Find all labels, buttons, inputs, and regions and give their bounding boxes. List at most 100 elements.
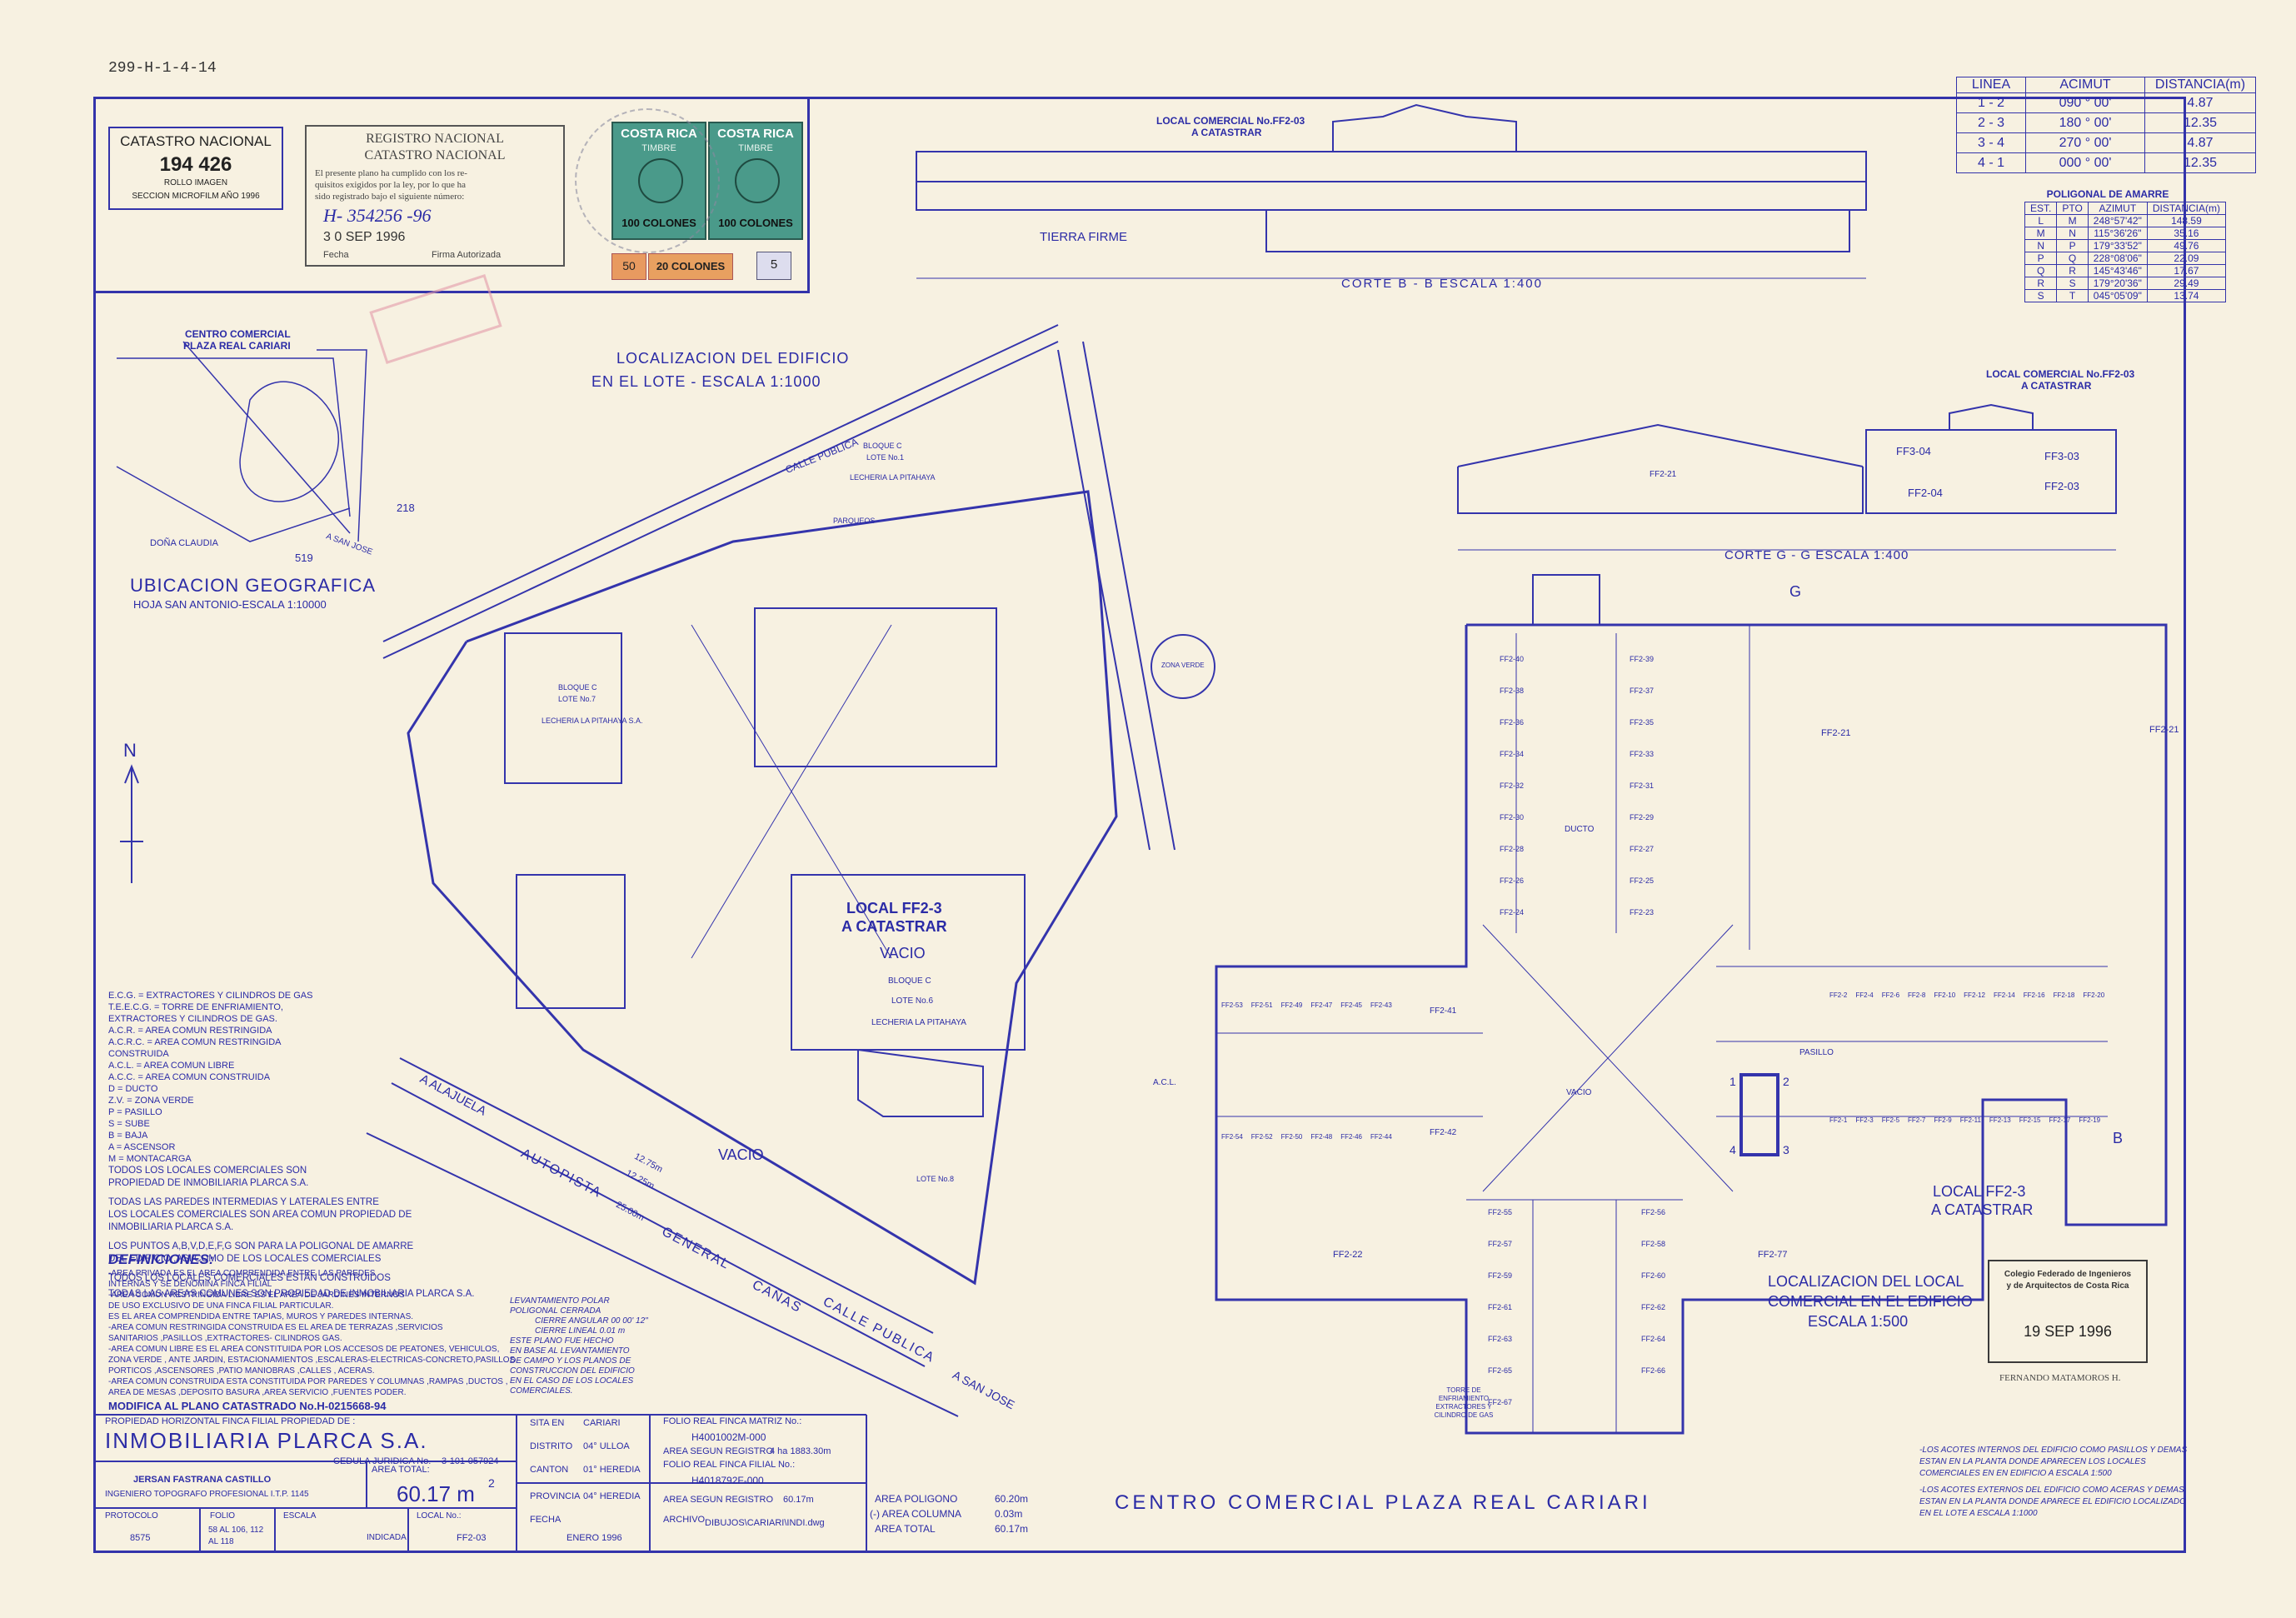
plan-unit: FF2-67	[1488, 1398, 1513, 1406]
corte-gg-ff3-03: FF3-03	[2044, 450, 2079, 462]
tb-area-total2: 60.17m	[995, 1523, 1029, 1535]
site-local-a: LOCAL FF2-3	[846, 900, 942, 916]
catastro-stamp: CATASTRO NACIONAL 194 426 ROLLO IMAGEN S…	[108, 127, 283, 210]
plan-unit: FF2-10	[1934, 991, 1956, 999]
azimut-cell: 270 ° 00'	[2025, 132, 2145, 153]
corte-gg-section	[1457, 403, 2117, 551]
legend-line: A.C.R. = AREA COMUN RESTRINGIDA	[108, 1026, 272, 1036]
corte-gg-ff2-21: FF2-21	[1650, 470, 1677, 479]
poligonal-cell: 29.49	[2146, 277, 2226, 290]
small-stamp-b: 20 COLONES	[648, 253, 733, 280]
plan-unit: FF2-14	[1993, 991, 2015, 999]
corte-gg-ff2-04: FF2-04	[1908, 487, 1943, 499]
tb-folio: 58 AL 106, 112 AL 118	[208, 1526, 264, 1546]
tb-local-label: LOCAL No.:	[417, 1511, 462, 1521]
azimut-cell: 12.35	[2144, 152, 2256, 173]
note-line: LOS LOCALES COMERCIALES SON AREA COMUN P…	[108, 1210, 412, 1220]
plan-unit: FF2-52	[1250, 1133, 1273, 1141]
azimut-header-distancia: DISTANCIA(m)	[2144, 77, 2256, 93]
azimut-cell: 000 ° 00'	[2025, 152, 2145, 173]
site-bloque2: BLOQUE C	[558, 683, 597, 692]
plan-unit: FF2-45	[1340, 1001, 1362, 1009]
plan-ff2-41: FF2-41	[1430, 1006, 1457, 1016]
tb-engineer-title: INGENIERO TOPOGRAFO PROFESIONAL I.T.P. 1…	[105, 1490, 309, 1499]
plan-unit: FF2-12	[1964, 991, 1985, 999]
stamp2-value: 100 COLONES	[718, 217, 793, 229]
plan-unit: FF2-56	[1641, 1208, 1666, 1216]
plan-unit: FF2-58	[1641, 1240, 1666, 1248]
registro-line1: REGISTRO NACIONAL	[366, 132, 504, 146]
plan-unit: FF2-32	[1500, 782, 1525, 790]
definicion-line: -AREA COMUN RESTRINGIDA CONSTRUIDA ES EL…	[108, 1323, 443, 1332]
plan-unit: FF2-30	[1500, 813, 1525, 821]
tb-cedula: 3-101-057924	[442, 1456, 499, 1466]
plan-ducto: DUCTO	[1565, 825, 1595, 834]
site-bloque: BLOQUE C	[888, 976, 931, 986]
plan-unit: FF2-50	[1280, 1133, 1303, 1141]
azimut-header-linea: LINEA	[1956, 77, 2026, 93]
colegio-stamp: Colegio Federado de Ingenieros y de Arqu…	[1988, 1260, 2148, 1363]
plan-unit: FF2-15	[2019, 1116, 2041, 1124]
sheet-id: 299-H-1-4-14	[108, 60, 217, 77]
tb-protocolo: 8575	[130, 1533, 151, 1543]
corte-gg-ff2-03: FF2-03	[2044, 480, 2079, 492]
plan-unit: FF2-13	[1989, 1116, 2011, 1124]
plan-unit: FF2-1	[1829, 1116, 1848, 1124]
plan-unit: FF2-48	[1310, 1133, 1333, 1141]
plan-pasillo: PASILLO	[1799, 1048, 1834, 1057]
tb-folio-matriz: H4001002M-000	[691, 1431, 766, 1443]
definiciones-title: DEFINICIONES:	[108, 1251, 214, 1267]
tb-area-total2-label: AREA TOTAL	[875, 1523, 936, 1535]
colegio-name: FERNANDO MATAMOROS H.	[1999, 1373, 2121, 1383]
azimut-cell: 12.35	[2144, 112, 2256, 133]
levantamiento-line: LEVANTAMIENTO POLAR	[510, 1296, 610, 1306]
catastro-title: CATASTRO NACIONAL	[120, 133, 272, 149]
site-lecheria: LECHERIA LA PITAHAYA	[871, 1018, 966, 1027]
plan-unit: FF2-28	[1500, 845, 1525, 853]
tb-area-total: 60.17 m	[397, 1481, 475, 1506]
levantamiento-line: CONSTRUCCION DEL EDIFICIO	[510, 1366, 635, 1376]
poligonal-cell: 179°20'36"	[2087, 277, 2148, 290]
corte-bb-caption: CORTE B - B ESCALA 1:400	[1341, 277, 1543, 291]
levantamiento-line: CIERRE LINEAL 0.01 m	[535, 1326, 626, 1336]
title-block-lines	[93, 1414, 867, 1553]
plan-point-3: 3	[1783, 1143, 1789, 1156]
site-bloque3: BLOQUE C	[863, 442, 902, 450]
tb-engineer: JERSAN FASTRANA CASTILLO	[133, 1475, 272, 1485]
plan-unit: FF2-4	[1855, 991, 1874, 999]
legend-line: A.C.R.C. = AREA COMUN RESTRINGIDA	[108, 1037, 282, 1047]
tb-folio-filial-label: FOLIO REAL FINCA FILIAL No.:	[663, 1460, 796, 1470]
poligonal-cell: 13.74	[2146, 289, 2226, 302]
plan-right-units: FF2-39 FF2-37 FF2-35 FF2-33 FF2-31 FF2-2…	[1630, 643, 1654, 928]
tb-canton-label: CANTON	[530, 1465, 569, 1475]
legend-line: P = PASILLO	[108, 1107, 162, 1117]
modifica-plano: MODIFICA AL PLANO CATASTRADO No.H-021566…	[108, 1400, 387, 1412]
plan-point-4: 4	[1729, 1143, 1736, 1156]
plan-local-a: LOCAL FF2-3	[1933, 1183, 2026, 1200]
site-lote8: LOTE No.8	[916, 1175, 955, 1183]
poligonal-header: DISTANCIA(m)	[2146, 202, 2226, 215]
catastro-line1: ROLLO IMAGEN	[163, 178, 228, 187]
tb-distrito: 04° ULLOA	[583, 1441, 630, 1451]
tb-folio-filial: H4018792F-000	[691, 1475, 764, 1486]
azimut-cell: 2 - 3	[1956, 112, 2026, 133]
corte-bb-local: LOCAL COMERCIAL No.FF2-03	[1156, 115, 1305, 127]
legend-line: M = MONTACARGA	[108, 1154, 192, 1164]
plan-unit: FF2-20	[2083, 991, 2105, 999]
tb-area-registro2: 60.17m	[783, 1495, 814, 1505]
plan-loc-l2: COMERCIAL EN EL EDIFICIO	[1768, 1293, 1973, 1310]
colegio-l1: Colegio Federado de Ingenieros	[2004, 1270, 2132, 1279]
plan-unit: FF2-66	[1641, 1366, 1666, 1375]
note-line: LOS PUNTOS A,B,V,D,E,F,G SON PARA LA POL…	[108, 1241, 414, 1251]
legend-line: A.C.L. = AREA COMUN LIBRE	[108, 1061, 235, 1071]
small-stamp-a: 50	[611, 253, 646, 280]
plan-unit: FF2-6	[1881, 991, 1900, 999]
plan-unit: FF2-36	[1500, 718, 1525, 727]
plan-south-right: FF2-56 FF2-58 FF2-60 FF2-62 FF2-64 FF2-6…	[1641, 1196, 1665, 1386]
registro-body2: quisitos exigidos por la ley, por lo que…	[315, 180, 467, 190]
corte-bb-a-catastrar: A CATASTRAR	[1191, 127, 1262, 138]
plan-point-1: 1	[1729, 1075, 1736, 1088]
tb-menos-label: (-) AREA COLUMNA	[870, 1508, 962, 1520]
site-lecheria2: LECHERIA LA PITAHAYA S.A.	[542, 717, 643, 725]
